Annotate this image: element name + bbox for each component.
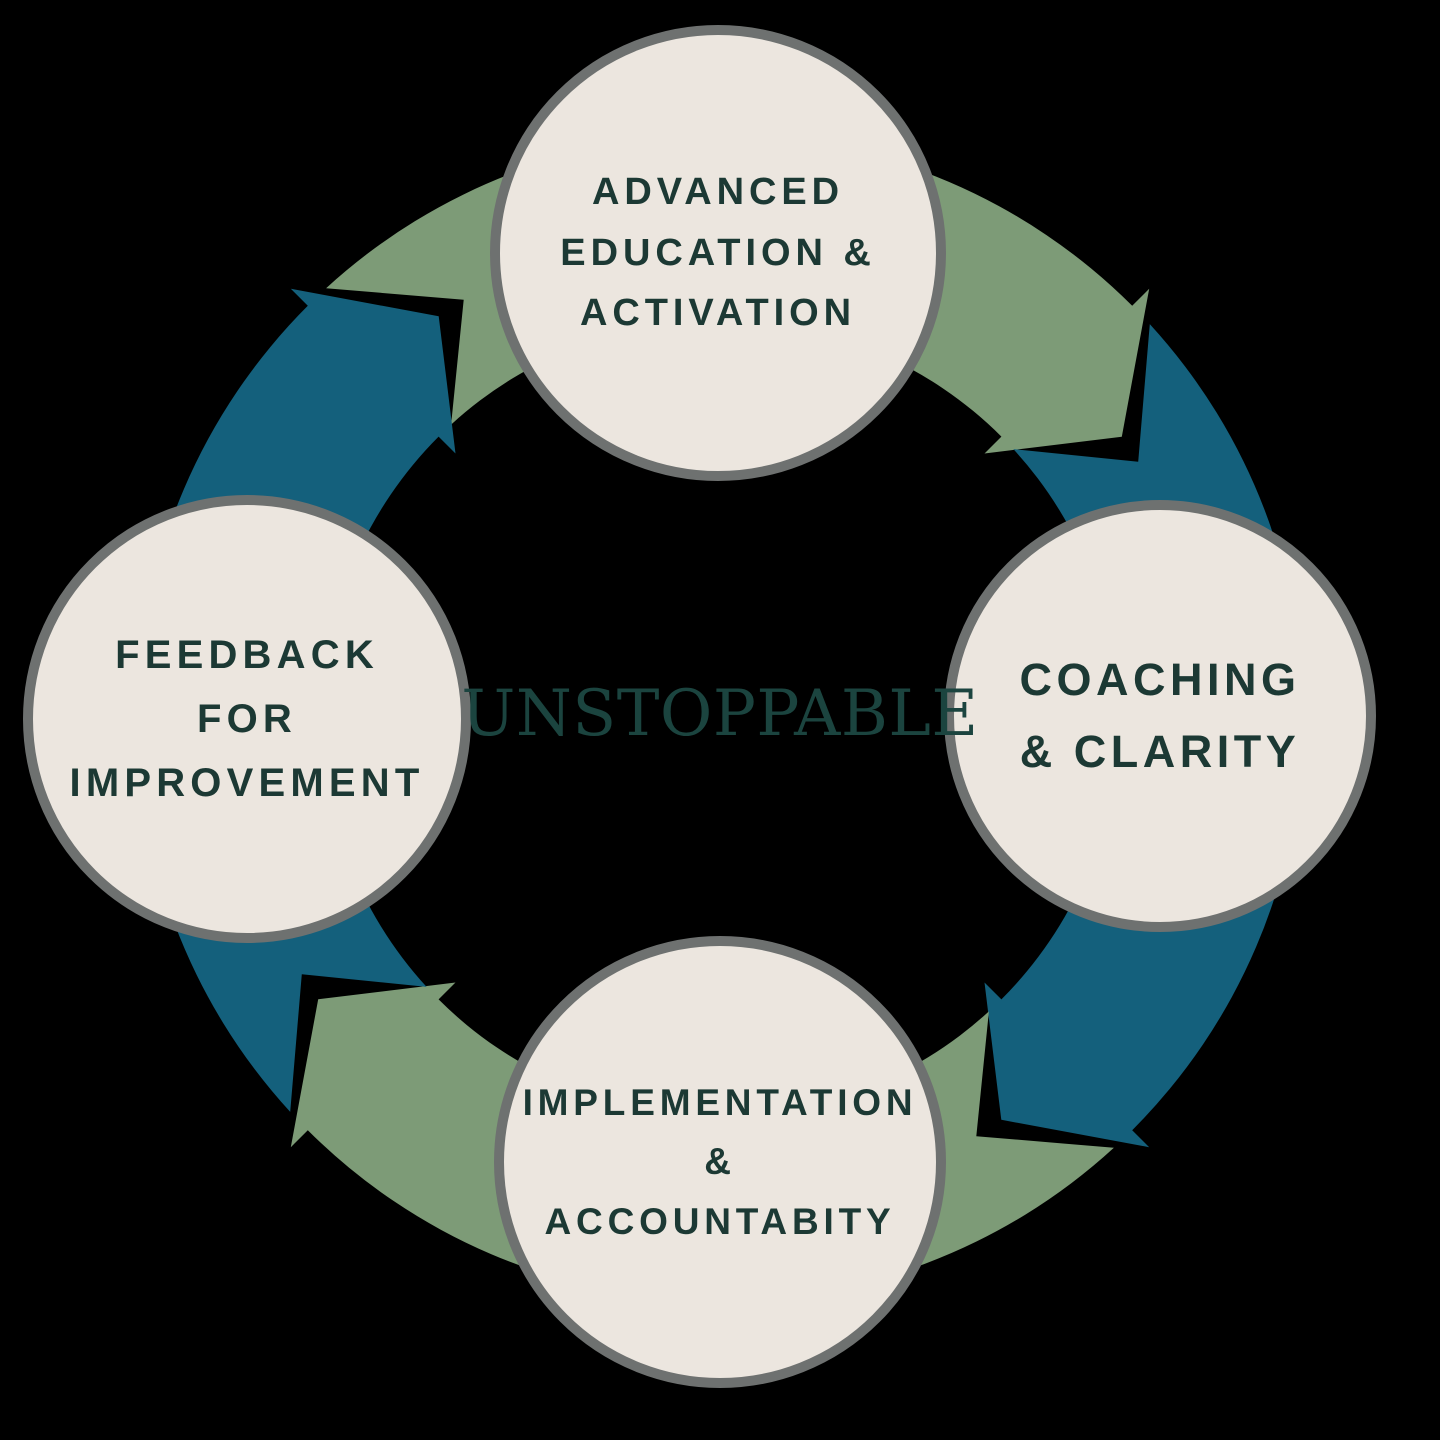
node-implementation-accountability: IMPLEMENTATION & ACCOUNTABITY bbox=[494, 936, 946, 1388]
center-title: UNSTOPPABLE bbox=[461, 677, 979, 751]
node-label-implementation-accountability: IMPLEMENTATION & ACCOUNTABITY bbox=[522, 1082, 918, 1242]
node-label-feedback-improvement: FEEDBACK FOR IMPROVEMENT bbox=[69, 633, 425, 805]
node-feedback-improvement: FEEDBACK FOR IMPROVEMENT bbox=[23, 495, 471, 943]
node-label-coaching-clarity: COACHING & CLARITY bbox=[1019, 654, 1301, 777]
node-label-advanced-education: ADVANCED EDUCATION & ACTIVATION bbox=[560, 170, 876, 335]
node-coaching-clarity: COACHING & CLARITY bbox=[944, 500, 1376, 932]
node-advanced-education: ADVANCED EDUCATION & ACTIVATION bbox=[490, 25, 946, 481]
